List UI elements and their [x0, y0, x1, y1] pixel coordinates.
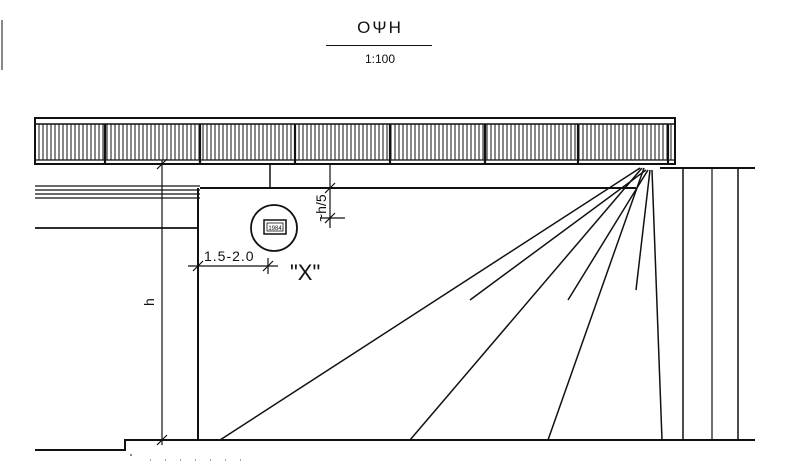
clearance-label: ~h/5 — [313, 194, 329, 222]
right-abutment — [660, 167, 755, 440]
plaque-year: 1984 — [268, 226, 282, 232]
height-dimension — [156, 158, 168, 446]
plaque-detail — [250, 204, 298, 252]
ground-line — [35, 439, 755, 461]
drawing-scale: 1:100 — [364, 52, 396, 66]
detail-marker-label: "X" — [290, 260, 320, 285]
height-label: h — [141, 298, 157, 306]
offset-dimension — [188, 258, 278, 274]
offset-label: 1.5-2.0 — [204, 248, 255, 264]
drawing-title: ΟΨΗ — [357, 18, 403, 37]
road-perspective-lines — [219, 167, 663, 441]
bridge-deck — [35, 163, 675, 229]
clearance-dimension — [320, 165, 345, 228]
bridge-railing — [34, 117, 676, 165]
title-underline — [326, 45, 432, 46]
